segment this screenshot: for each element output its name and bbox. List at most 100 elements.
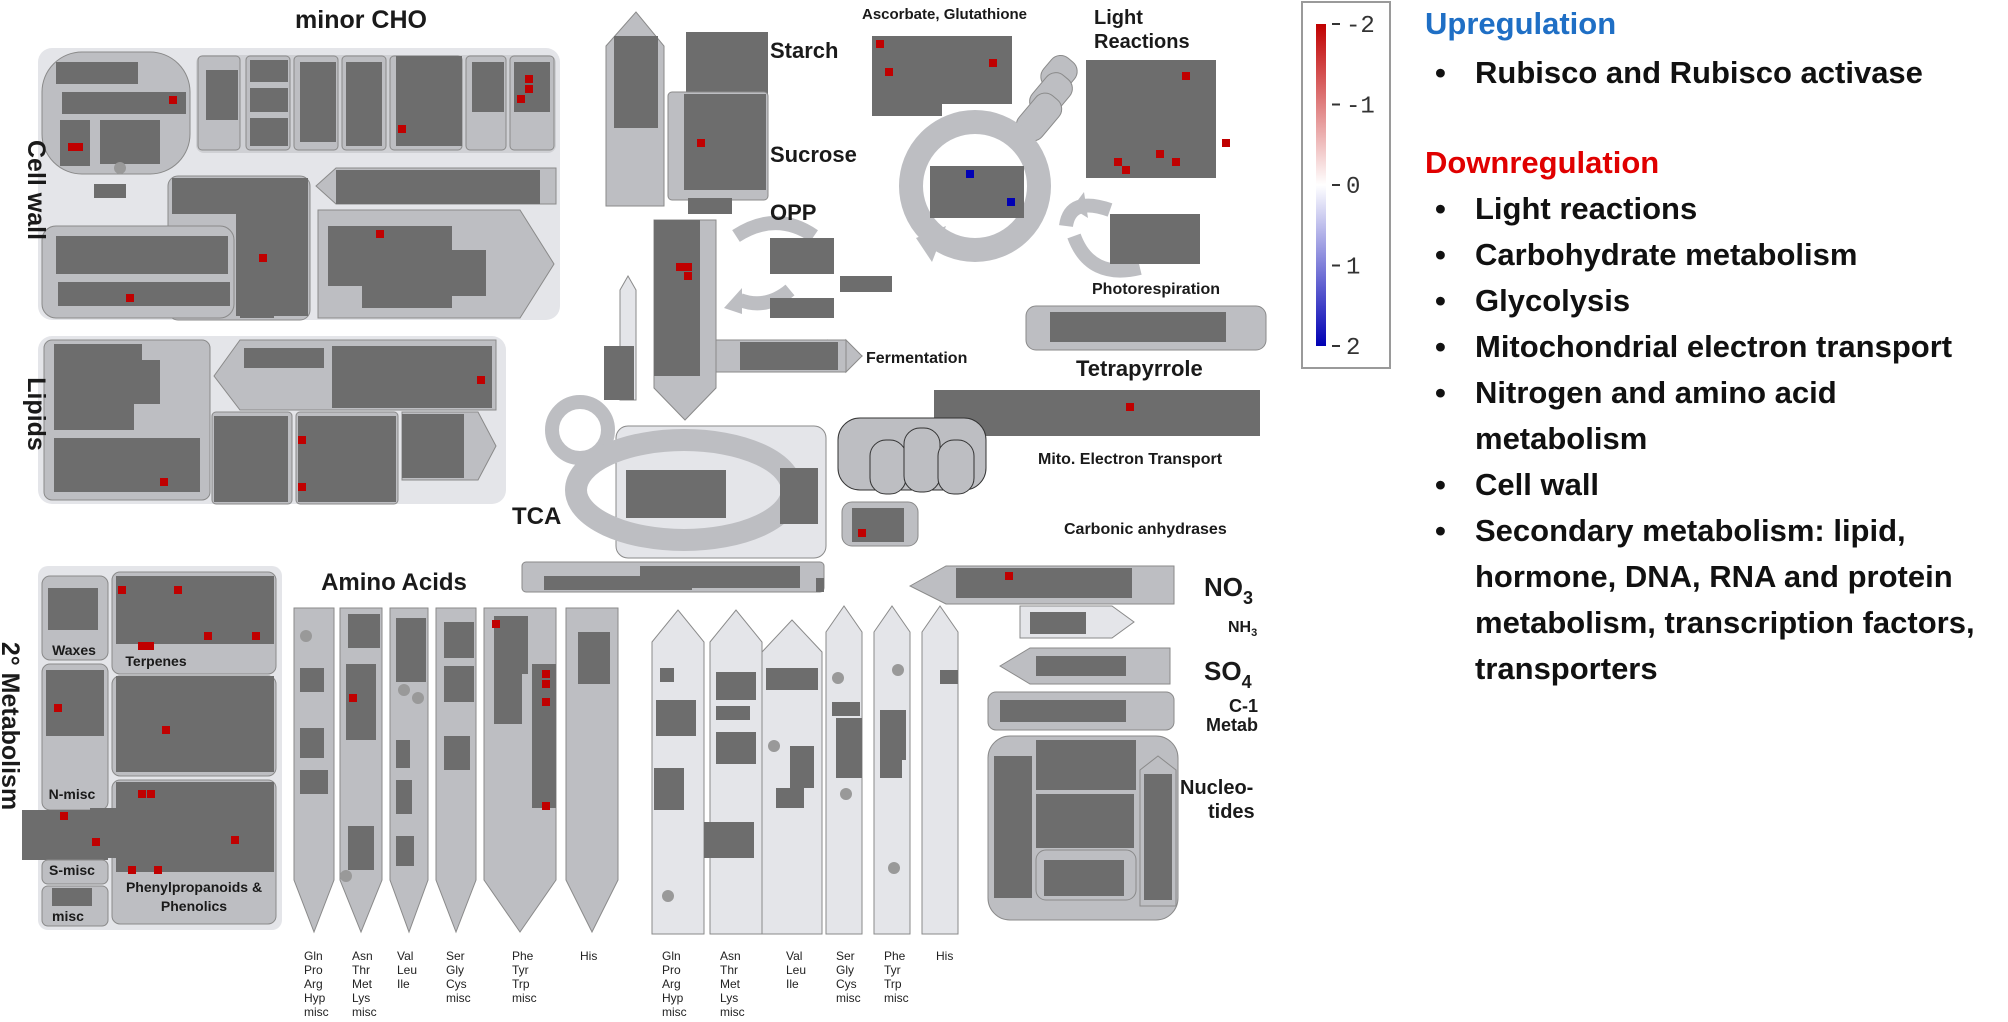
amino-acids-left bbox=[293, 607, 619, 934]
amino-acid-label: Trp bbox=[512, 977, 530, 991]
amino-acid-label: Lys bbox=[352, 991, 370, 1005]
legend-tick-label: -2 bbox=[1346, 13, 1375, 40]
label-amino-acids: Amino Acids bbox=[321, 569, 467, 596]
label-ascorbate: Ascorbate, Glutathione bbox=[862, 6, 1027, 23]
label-opp: OPP bbox=[770, 200, 816, 225]
amino-acid-label: Leu bbox=[786, 963, 806, 977]
amino-acids-right bbox=[651, 605, 959, 935]
amino-acid-label: Trp bbox=[884, 977, 902, 991]
amino-acid-label: Ile bbox=[397, 977, 410, 991]
upregulation-title: Upregulation bbox=[1425, 6, 1617, 41]
legend-tick-label: 0 bbox=[1346, 174, 1360, 201]
diagram-labels: minor CHO Cell wall Lipids 2° Metabolism… bbox=[0, 6, 1258, 924]
color-scale-legend: -2 -1 0 1 2 bbox=[1301, 1, 1391, 369]
label-lipids: Lipids bbox=[22, 377, 50, 451]
label-s-misc: S-misc bbox=[49, 862, 95, 878]
label-so4: SO4 bbox=[1204, 656, 1252, 692]
amino-acid-label: Pro bbox=[304, 963, 323, 977]
amino-acid-label: misc bbox=[512, 991, 537, 1005]
label-carbonic: Carbonic anhydrases bbox=[1064, 521, 1227, 538]
label-nh3: NH3 bbox=[1228, 619, 1257, 639]
label-no3: NO3 bbox=[1204, 572, 1253, 608]
amino-acid-label: Met bbox=[720, 977, 741, 991]
label-n-misc: N-misc bbox=[49, 786, 96, 802]
amino-acid-label: misc bbox=[836, 991, 861, 1005]
amino-acid-label: Gly bbox=[836, 963, 854, 977]
amino-acid-label: Ser bbox=[446, 949, 465, 963]
amino-acid-label: Leu bbox=[397, 963, 417, 977]
central-carbon bbox=[521, 11, 892, 593]
upregulation-item: Rubisco and Rubisco activase bbox=[1425, 50, 1995, 96]
amino-acid-label: Gln bbox=[662, 949, 681, 963]
label-secondary-metabolism: 2° Metabolism bbox=[0, 642, 24, 810]
nitrogen-region bbox=[908, 565, 1179, 921]
label-misc: misc bbox=[52, 908, 84, 924]
expression-markers bbox=[54, 40, 1230, 874]
downregulation-title: Downregulation bbox=[1425, 145, 1660, 180]
amino-acid-label: Ile bbox=[786, 977, 799, 991]
label-c1-1: C-1 bbox=[1229, 696, 1258, 716]
amino-acid-label: Pro bbox=[662, 963, 681, 977]
label-nucleo-2: tides bbox=[1208, 801, 1255, 823]
label-phenylpropanoids-2: Phenolics bbox=[161, 898, 227, 914]
label-starch: Starch bbox=[770, 38, 838, 63]
label-waxes: Waxes bbox=[52, 642, 96, 658]
amino-acid-label: Gly bbox=[446, 963, 464, 977]
amino-acid-label: Arg bbox=[304, 977, 323, 991]
mapman-metabolism-diagram: minor CHO Cell wall Lipids 2° Metabolism… bbox=[0, 1, 1391, 1019]
regulation-summary-panel: Upregulation Rubisco and Rubisco activas… bbox=[1425, 0, 2008, 1022]
downregulation-item: Light reactions bbox=[1425, 186, 1995, 232]
amino-acid-label: Tyr bbox=[884, 963, 901, 977]
amino-acid-label: misc bbox=[662, 1005, 687, 1019]
legend-tick-label: 1 bbox=[1346, 255, 1360, 282]
downregulation-item: Cell wall bbox=[1425, 462, 1995, 508]
amino-acid-label: Asn bbox=[352, 949, 373, 963]
downregulation-item: Mitochondrial electron transport bbox=[1425, 324, 1995, 370]
label-cell-wall: Cell wall bbox=[22, 140, 50, 240]
amino-acid-label: misc bbox=[446, 991, 471, 1005]
amino-acid-label: misc bbox=[352, 1005, 377, 1019]
label-tetrapyrrole: Tetrapyrrole bbox=[1076, 356, 1203, 381]
amino-acid-label: Val bbox=[786, 949, 802, 963]
color-scale-bar bbox=[1316, 24, 1326, 346]
label-minor-cho: minor CHO bbox=[295, 6, 427, 34]
amino-acid-label: Thr bbox=[720, 963, 738, 977]
amino-acid-label: Lys bbox=[720, 991, 738, 1005]
amino-acid-label: Hyp bbox=[304, 991, 326, 1005]
amino-acid-label: His bbox=[936, 949, 953, 963]
downregulation-item: Nitrogen and amino acid metabolism bbox=[1425, 370, 1995, 462]
amino-acid-label: Met bbox=[352, 977, 373, 991]
amino-acid-label: Cys bbox=[836, 977, 857, 991]
energy-region bbox=[837, 36, 1267, 547]
amino-acid-label: Gln bbox=[304, 949, 323, 963]
amino-acid-label: misc bbox=[304, 1005, 329, 1019]
upregulation-list: Rubisco and Rubisco activase bbox=[1425, 50, 1995, 96]
amino-acid-label: Arg bbox=[662, 977, 681, 991]
legend-tick-label: 2 bbox=[1346, 335, 1360, 362]
downregulation-item: Carbohydrate metabolism bbox=[1425, 232, 1995, 278]
label-mito: Mito. Electron Transport bbox=[1038, 451, 1223, 468]
label-fermentation: Fermentation bbox=[866, 350, 967, 367]
downregulation-item: Secondary metabolism: lipid, hormone, DN… bbox=[1425, 508, 1995, 692]
amino-acid-label: Cys bbox=[446, 977, 467, 991]
amino-acid-label: Val bbox=[397, 949, 413, 963]
cell-wall-region bbox=[38, 48, 560, 321]
amino-acid-label: Hyp bbox=[662, 991, 684, 1005]
amino-acid-label: Phe bbox=[884, 949, 906, 963]
label-phenylpropanoids-1: Phenylpropanoids & bbox=[126, 879, 262, 895]
label-light-1: Light bbox=[1094, 7, 1143, 29]
label-c1-2: Metab bbox=[1206, 715, 1258, 735]
amino-acid-labels: GlnProArgHypmiscGlnProArgHypmiscAsnThrMe… bbox=[304, 949, 953, 1019]
downregulation-list: Light reactionsCarbohydrate metabolismGl… bbox=[1425, 186, 1995, 692]
legend-tick-label: -1 bbox=[1346, 94, 1375, 121]
amino-acid-label: Ser bbox=[836, 949, 855, 963]
label-nucleo-1: Nucleo- bbox=[1180, 777, 1253, 799]
amino-acid-label: Tyr bbox=[512, 963, 529, 977]
amino-acid-label: Phe bbox=[512, 949, 534, 963]
label-sucrose: Sucrose bbox=[770, 142, 857, 167]
label-tca: TCA bbox=[512, 503, 561, 530]
label-light-2: Reactions bbox=[1094, 31, 1190, 53]
downregulation-item: Glycolysis bbox=[1425, 278, 1995, 324]
amino-acid-label: Asn bbox=[720, 949, 741, 963]
amino-acid-label: Thr bbox=[352, 963, 370, 977]
